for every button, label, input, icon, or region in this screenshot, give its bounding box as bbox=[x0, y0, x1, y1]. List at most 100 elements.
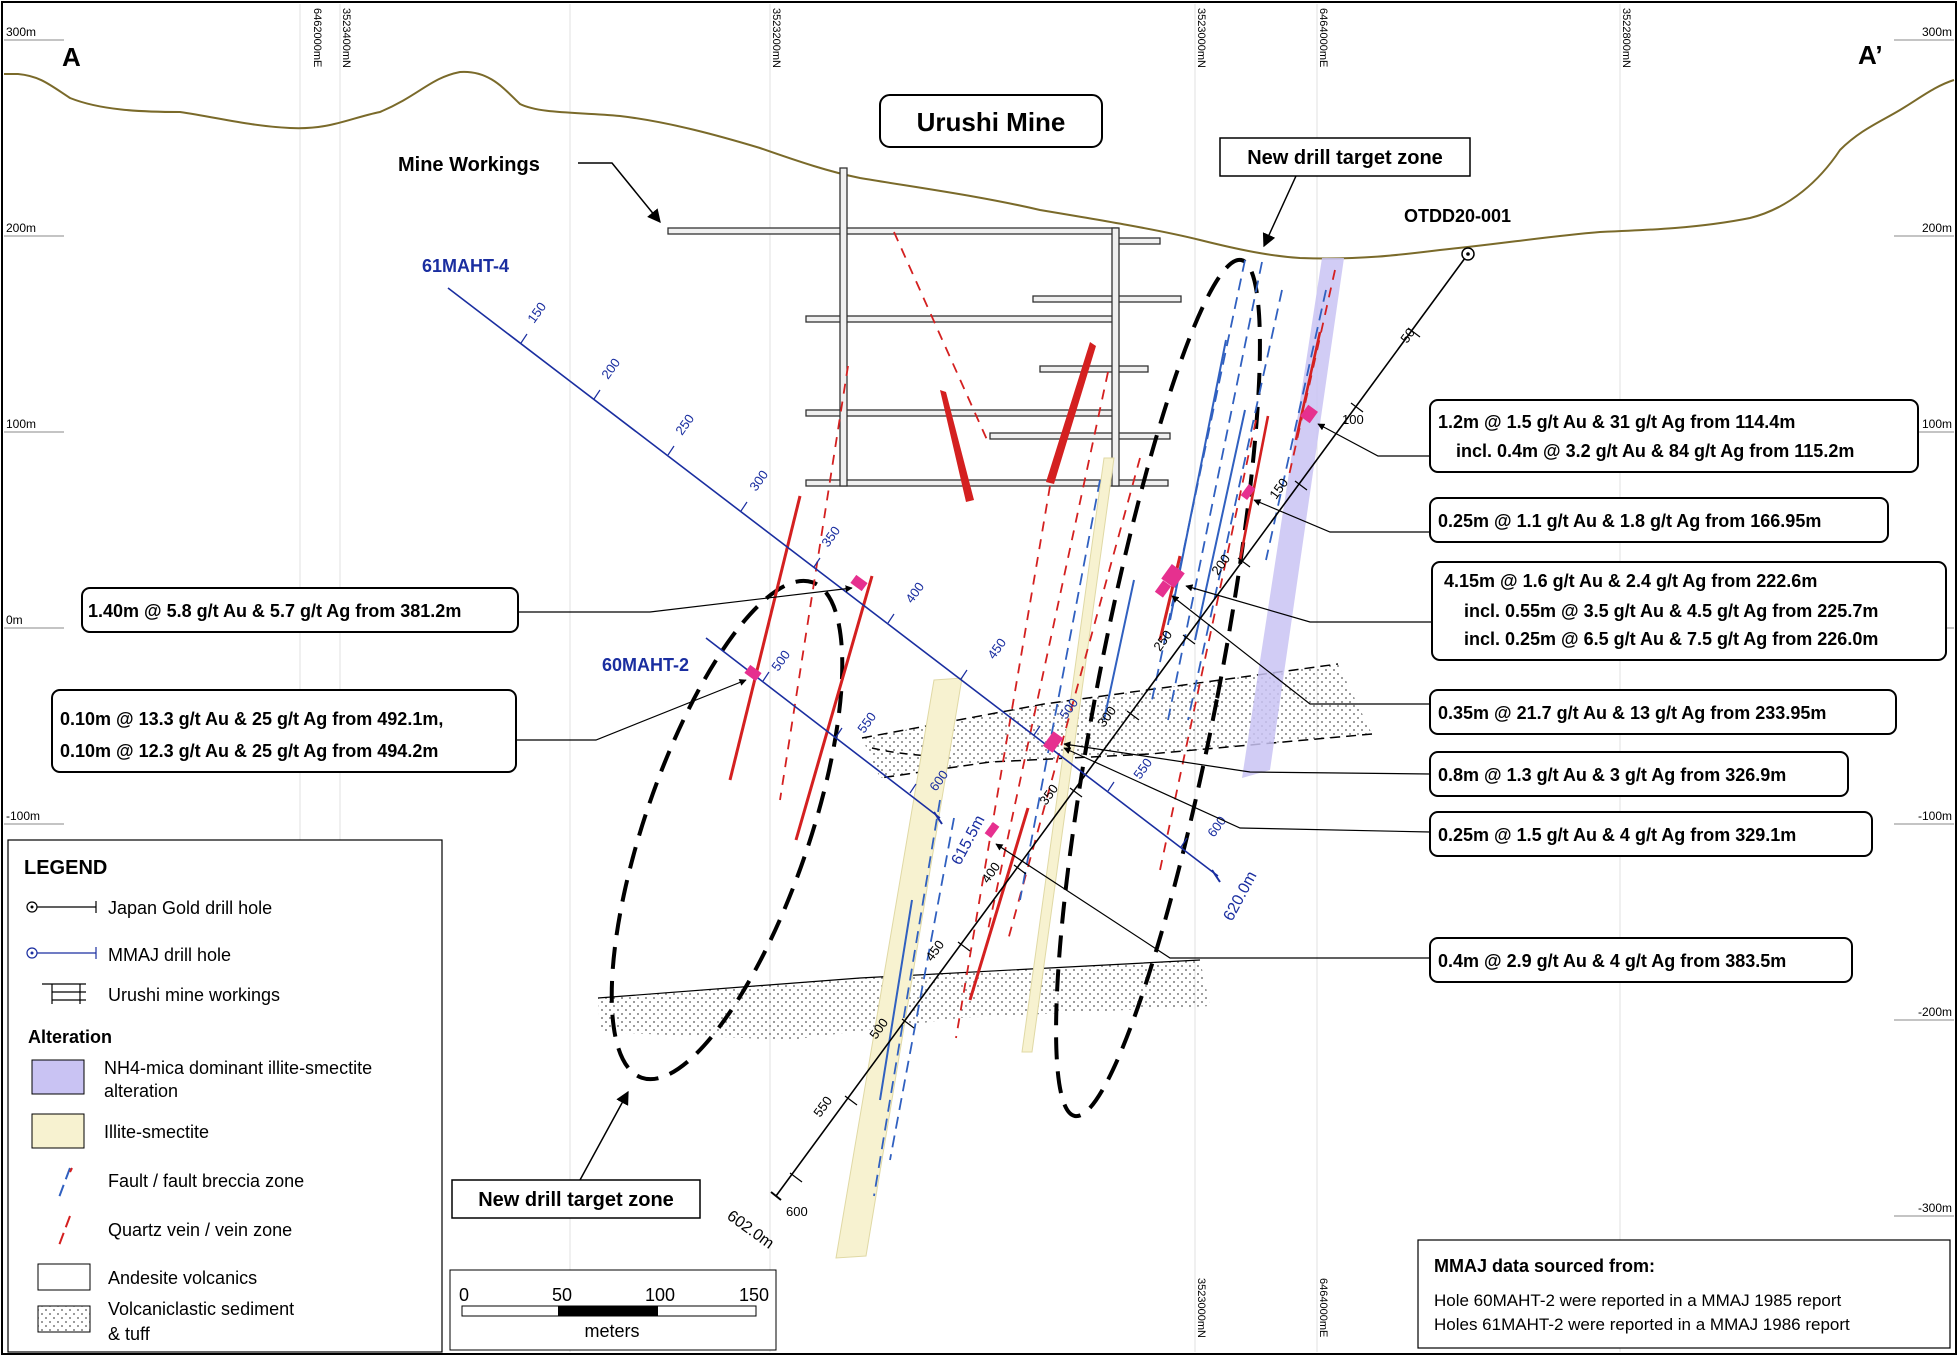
source-line1: Hole 60MAHT-2 were reported in a MMAJ 19… bbox=[1434, 1291, 1842, 1310]
grid-label-bottom-3523000mN: 3523000mN bbox=[1195, 1278, 1207, 1338]
legend-workings-symbol bbox=[42, 983, 86, 1004]
elev-label-300-right: 300m bbox=[1922, 25, 1952, 39]
legend-nh4-line1: NH4-mica dominant illite-smectite bbox=[104, 1058, 372, 1078]
svg-text:incl. 0.4m @ 3.2 g/t Au & 84 g: incl. 0.4m @ 3.2 g/t Au & 84 g/t Ag from… bbox=[1456, 441, 1854, 461]
target-arrow-bottom bbox=[579, 1090, 629, 1181]
scale-tick-150: 150 bbox=[739, 1285, 769, 1305]
intercept-box-8: 1.40m @ 5.8 g/t Au & 5.7 g/t Ag from 381… bbox=[81, 587, 519, 633]
svg-text:0.10m @ 13.3 g/t Au & 25 g/t A: 0.10m @ 13.3 g/t Au & 25 g/t Ag from 492… bbox=[60, 709, 443, 729]
legend-illite-swatch bbox=[31, 1113, 85, 1149]
legend-workings: Urushi mine workings bbox=[108, 985, 280, 1005]
intercept-leader-2 bbox=[1253, 499, 1430, 533]
maht4-depth-200: 200 bbox=[598, 355, 623, 381]
illite-smectite-zone-mid bbox=[1021, 457, 1115, 1053]
illite-smectite-zone-left bbox=[835, 677, 963, 1259]
intercept-leader-4 bbox=[1171, 595, 1430, 705]
maht4-depth-450: 450 bbox=[984, 635, 1009, 661]
elev-label-200-right: 200m bbox=[1922, 221, 1952, 235]
svg-text:0.10m @ 12.3 g/t Au & 25 g/t A: 0.10m @ 12.3 g/t Au & 25 g/t Ag from 494… bbox=[60, 741, 438, 761]
mine-workings bbox=[667, 167, 1182, 487]
intercept-leader-8 bbox=[518, 585, 853, 613]
grid-label-3523400mN: 3523400mN bbox=[340, 8, 352, 68]
svg-text:incl. 0.25m @ 6.5 g/t Au & 7.5: incl. 0.25m @ 6.5 g/t Au & 7.5 g/t Ag fr… bbox=[1464, 629, 1878, 649]
maht4-depth-250: 250 bbox=[672, 411, 697, 437]
legend-jg-hole-symbol bbox=[26, 901, 97, 913]
scale-tick-100: 100 bbox=[645, 1285, 675, 1305]
elev-label-neg200-right: -200m bbox=[1918, 1005, 1952, 1019]
grid-label-3522800mN: 3522800mN bbox=[1620, 8, 1632, 68]
sample-intercept-markers bbox=[744, 404, 1318, 839]
target-label-bottom: New drill target zone bbox=[451, 1179, 701, 1219]
maht2-depth-550: 550 bbox=[854, 709, 879, 735]
intercept-leader-9 bbox=[516, 679, 747, 741]
svg-text:1.2m @ 1.5 g/t Au & 31 g/t Ag: 1.2m @ 1.5 g/t Au & 31 g/t Ag from 114.4… bbox=[1438, 412, 1795, 432]
legend-volc-line2: & tuff bbox=[108, 1324, 151, 1344]
intercept-box-5: 0.8m @ 1.3 g/t Au & 3 g/t Ag from 326.9m bbox=[1429, 751, 1849, 797]
intercept-leader-3 bbox=[1185, 584, 1432, 623]
legend-fault-symbol bbox=[57, 1167, 73, 1201]
svg-text:4.15m @ 1.6 g/t Au & 2.4 g/t A: 4.15m @ 1.6 g/t Au & 2.4 g/t Ag from 222… bbox=[1444, 571, 1817, 591]
scale-tick-0: 0 bbox=[459, 1285, 469, 1305]
target-label-top: New drill target zone bbox=[1219, 137, 1471, 177]
source-title: MMAJ data sourced from: bbox=[1434, 1256, 1655, 1276]
scale-bar: 0 50 100 150 meters bbox=[449, 1269, 777, 1351]
intercept-box-3: 4.15m @ 1.6 g/t Au & 2.4 g/t Ag from 222… bbox=[1431, 561, 1947, 661]
otdd-depth-550: 550 bbox=[810, 1093, 835, 1119]
quartz-vein-lens-2 bbox=[1046, 342, 1096, 484]
legend-volcaniclastic-swatch bbox=[37, 1305, 91, 1333]
svg-text:incl. 0.55m @ 3.5 g/t Au & 4.5: incl. 0.55m @ 3.5 g/t Au & 4.5 g/t Ag fr… bbox=[1464, 601, 1878, 621]
otdd-depth-100: 100 bbox=[1342, 412, 1364, 427]
tuff-layer-upper bbox=[862, 664, 1372, 778]
legend-mmaj-hole: MMAJ drill hole bbox=[108, 945, 231, 965]
maht2-depth-500: 500 bbox=[768, 647, 793, 673]
nh4-mica-alteration-zone bbox=[1242, 258, 1344, 778]
maht4-depth-550: 550 bbox=[1130, 755, 1155, 781]
grid-label-3523200mN: 3523200mN bbox=[770, 8, 782, 68]
svg-text:0.8m @ 1.3 g/t Au & 3 g/t Ag f: 0.8m @ 1.3 g/t Au & 3 g/t Ag from 326.9m bbox=[1438, 765, 1786, 785]
legend-volc-line1: Volcaniclastic sediment bbox=[108, 1299, 294, 1319]
intercept-box-2: 0.25m @ 1.1 g/t Au & 1.8 g/t Ag from 166… bbox=[1429, 497, 1889, 543]
otdd-depth-200: 200 bbox=[1208, 551, 1233, 577]
grid-coordinate-labels: 6462000mE 3523400mN 3523200mN 3523000mN … bbox=[311, 8, 1632, 1338]
mmaj-source-box: MMAJ data sourced from: Hole 60MAHT-2 we… bbox=[1417, 1239, 1951, 1349]
intercept-box-1: 1.2m @ 1.5 g/t Au & 31 g/t Ag from 114.4… bbox=[1429, 399, 1919, 473]
svg-text:0.25m @ 1.5 g/t Au & 4 g/t Ag: 0.25m @ 1.5 g/t Au & 4 g/t Ag from 329.1… bbox=[1438, 825, 1796, 845]
maht4-depth-150: 150 bbox=[524, 299, 549, 325]
svg-text:0.25m @ 1.1 g/t Au & 1.8 g/t A: 0.25m @ 1.1 g/t Au & 1.8 g/t Ag from 166… bbox=[1438, 511, 1821, 531]
target-arrow-top bbox=[1262, 175, 1297, 248]
legend-andesite-swatch bbox=[37, 1263, 91, 1291]
mine-title-box: Urushi Mine bbox=[879, 94, 1103, 148]
quartz-veins bbox=[728, 231, 1336, 1039]
legend: LEGEND Japan Gold drill hole MMAJ drill … bbox=[7, 839, 443, 1353]
elev-label-neg300-right: -300m bbox=[1918, 1201, 1952, 1215]
section-end-a-prime: A’ bbox=[1858, 40, 1883, 70]
otdd-depth-600: 600 bbox=[786, 1204, 808, 1219]
intercept-leader-1 bbox=[1317, 423, 1430, 457]
drill-target-ellipse-bottom bbox=[609, 578, 845, 1082]
mine-workings-label: Mine Workings bbox=[398, 154, 540, 176]
intercept-box-6: 0.25m @ 1.5 g/t Au & 4 g/t Ag from 329.1… bbox=[1429, 811, 1873, 857]
maht4-hole-label: 61MAHT-4 bbox=[422, 256, 509, 276]
maht2-total-depth: 615.5m bbox=[949, 813, 989, 868]
elevation-labels: 300m 300m 200m 200m 100m 100m 0m -100m -… bbox=[6, 25, 1952, 1215]
elev-label-0: 0m bbox=[6, 613, 23, 627]
grid-label-bottom-6464000mE: 6464000mE bbox=[1317, 1278, 1329, 1337]
topography-line bbox=[4, 70, 1955, 260]
mine-workings-leader bbox=[578, 162, 661, 224]
legend-illite: Illite-smectite bbox=[104, 1122, 209, 1142]
legend-jg-hole: Japan Gold drill hole bbox=[108, 898, 272, 918]
otdd-depth-450: 450 bbox=[922, 937, 947, 963]
elev-label-neg100: -100m bbox=[6, 809, 40, 823]
grid-label-6462000mE: 6462000mE bbox=[311, 8, 323, 67]
svg-text:1.40m @ 5.8 g/t Au & 5.7 g/t A: 1.40m @ 5.8 g/t Au & 5.7 g/t Ag from 381… bbox=[88, 601, 461, 621]
svg-text:0.4m @ 2.9 g/t Au & 4 g/t Ag f: 0.4m @ 2.9 g/t Au & 4 g/t Ag from 383.5m bbox=[1438, 951, 1786, 971]
legend-title: LEGEND bbox=[24, 857, 107, 879]
otdd-depth-50: 50 bbox=[1397, 325, 1418, 346]
drill-target-ellipse-top bbox=[1054, 257, 1262, 1119]
svg-text:0.35m @ 21.7 g/t Au & 13 g/t A: 0.35m @ 21.7 g/t Au & 13 g/t Ag from 233… bbox=[1438, 703, 1826, 723]
svg-text:New drill target zone: New drill target zone bbox=[478, 1189, 674, 1211]
legend-alteration-heading: Alteration bbox=[28, 1027, 112, 1047]
quartz-vein-lens-1 bbox=[940, 390, 974, 502]
maht4-total-depth: 620.0m bbox=[1221, 869, 1261, 924]
